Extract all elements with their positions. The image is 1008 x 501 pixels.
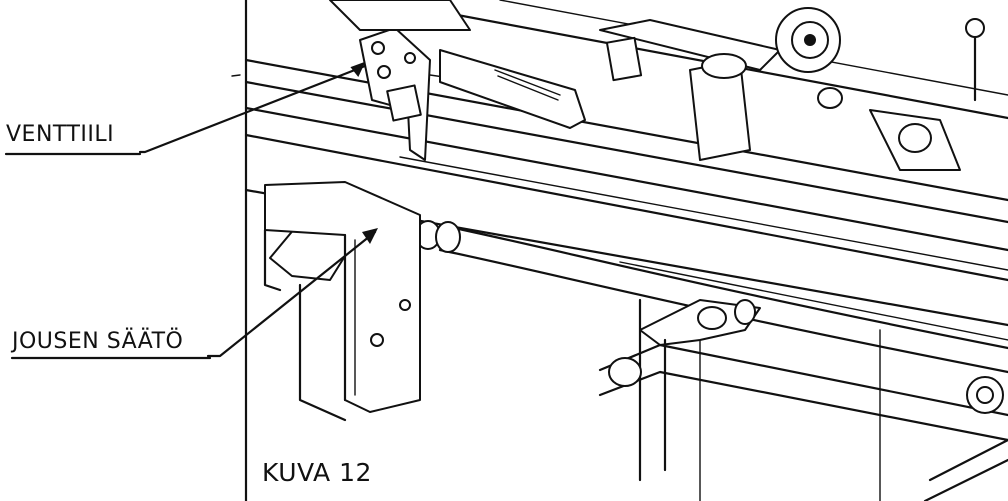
- callout-label-spring-adjust: JOUSEN SÄÄTÖ: [12, 329, 184, 354]
- figure-caption: KUVA 12: [262, 458, 372, 487]
- leader-venttiili: [138, 61, 367, 154]
- leader-jousen-saato: [206, 228, 378, 358]
- callout-label-valve: VENTTIILI: [6, 122, 115, 147]
- spring-tube: [438, 223, 1008, 374]
- top-cylinders: [329, 0, 985, 171]
- left-post: [263, 181, 421, 422]
- lower-right-bracket: [598, 298, 1008, 501]
- tick-mark: [231, 74, 241, 77]
- valve-assembly: [359, 27, 521, 161]
- slotted-arm: [439, 49, 586, 129]
